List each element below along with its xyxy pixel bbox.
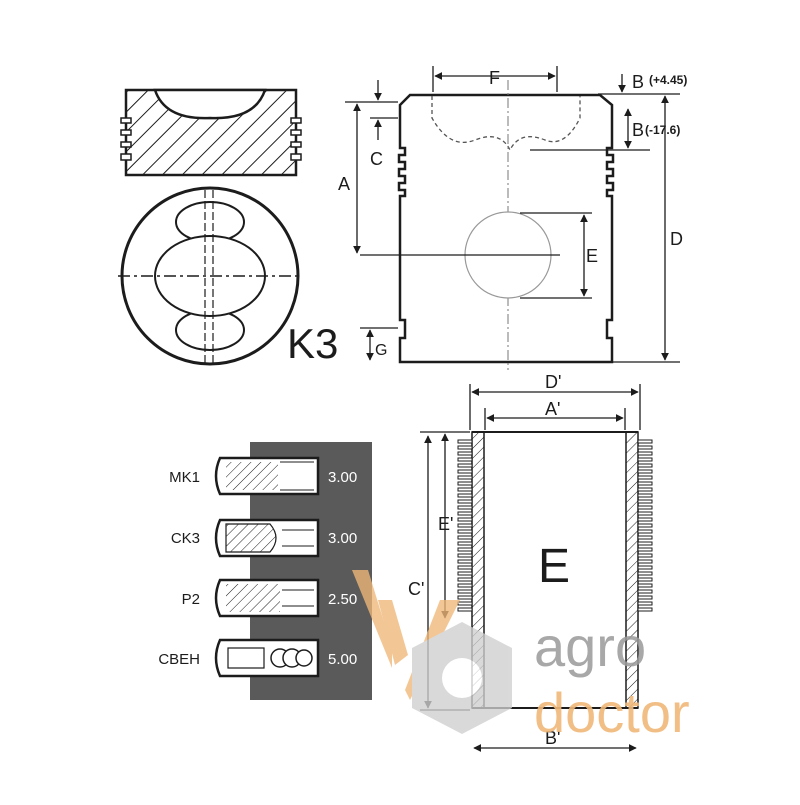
fin xyxy=(457,577,473,582)
dim-D-label: D xyxy=(670,229,683,249)
fin xyxy=(637,445,653,450)
piston-side-view xyxy=(360,80,615,370)
fin xyxy=(457,583,473,588)
fin xyxy=(637,463,653,468)
fin xyxy=(457,439,473,444)
dim-F-label: F xyxy=(489,68,500,88)
liner-dim-C-prime: C' xyxy=(408,579,424,599)
fin xyxy=(637,529,653,534)
fin xyxy=(637,487,653,492)
fin xyxy=(457,451,473,456)
fin xyxy=(637,547,653,552)
ring-name-mk1: MK1 xyxy=(169,469,200,486)
fin xyxy=(457,511,473,516)
fin xyxy=(637,493,653,498)
dim-E-label: E xyxy=(586,246,598,266)
dim-B-bottom-label: B xyxy=(632,120,644,140)
liner-dimension-lines xyxy=(420,384,641,752)
piston-plan-view xyxy=(118,186,302,366)
fin xyxy=(457,523,473,528)
fin xyxy=(637,511,653,516)
fin xyxy=(637,535,653,540)
watermark-doctor: doctor xyxy=(534,681,690,744)
fin xyxy=(637,601,653,606)
ring-name-ck3: CK3 xyxy=(171,530,200,547)
fin xyxy=(637,517,653,522)
ring-name-cbeh: CBEH xyxy=(158,651,200,668)
watermark-agro: agro xyxy=(534,615,646,678)
fin xyxy=(637,565,653,570)
fin xyxy=(637,481,653,486)
fin xyxy=(637,457,653,462)
dim-A-label: A xyxy=(338,174,350,194)
fin xyxy=(457,463,473,468)
ring-MK1 xyxy=(214,456,320,496)
fin xyxy=(637,607,653,612)
fin xyxy=(637,571,653,576)
liner-center-label: E xyxy=(538,540,570,593)
liner-dim-D-prime: D' xyxy=(545,372,561,392)
piston-dimension-lines xyxy=(345,66,680,363)
fin xyxy=(457,553,473,558)
fin xyxy=(637,505,653,510)
fin xyxy=(457,589,473,594)
dim-B-top-value: (+4.45) xyxy=(649,73,687,87)
liner-dim-E-prime: E' xyxy=(438,514,453,534)
fin xyxy=(457,445,473,450)
fin xyxy=(637,475,653,480)
fin xyxy=(637,523,653,528)
dim-B-top-label: B xyxy=(632,72,644,92)
fin xyxy=(457,595,473,600)
dim-G-label: G xyxy=(375,342,387,359)
model-label: K3 xyxy=(287,320,338,367)
fin xyxy=(457,541,473,546)
ring-value-mk1: 3.00 xyxy=(328,469,357,486)
ring-CBEH xyxy=(214,638,320,678)
fin xyxy=(457,505,473,510)
ring-name-p2: P2 xyxy=(182,591,200,608)
dim-C-label: C xyxy=(370,149,383,169)
ring-value-p2: 2.50 xyxy=(328,591,357,608)
fin xyxy=(457,571,473,576)
fin xyxy=(457,457,473,462)
liner-dim-A-prime: A' xyxy=(545,399,560,419)
fin xyxy=(457,517,473,522)
fin xyxy=(637,499,653,504)
agrodoctor-logo xyxy=(352,570,512,734)
fin xyxy=(637,553,653,558)
fin xyxy=(457,601,473,606)
fin xyxy=(457,607,473,612)
fin xyxy=(457,499,473,504)
fin xyxy=(457,529,473,534)
fin xyxy=(457,481,473,486)
fin xyxy=(637,439,653,444)
ring-value-ck3: 3.00 xyxy=(328,530,357,547)
fin xyxy=(637,451,653,456)
fin xyxy=(457,475,473,480)
fin xyxy=(637,589,653,594)
fin xyxy=(637,583,653,588)
fin xyxy=(457,493,473,498)
fin xyxy=(637,595,653,600)
fin xyxy=(457,535,473,540)
fin xyxy=(457,565,473,570)
ring-CK3 xyxy=(214,518,320,558)
liner-cooling-fins-right xyxy=(637,439,653,612)
liner-cooling-fins-left xyxy=(457,439,473,612)
fin xyxy=(457,487,473,492)
ring-value-cbeh: 5.00 xyxy=(328,651,357,668)
fin xyxy=(637,541,653,546)
fin xyxy=(637,469,653,474)
ring-P2 xyxy=(214,578,320,618)
dim-B-bottom-value: (-17.6) xyxy=(645,123,680,137)
piston-section-view xyxy=(120,88,302,177)
fin xyxy=(637,559,653,564)
fin xyxy=(637,577,653,582)
fin xyxy=(457,559,473,564)
liner-dim-B-prime: B' xyxy=(545,728,560,748)
fin xyxy=(457,547,473,552)
fin xyxy=(457,469,473,474)
